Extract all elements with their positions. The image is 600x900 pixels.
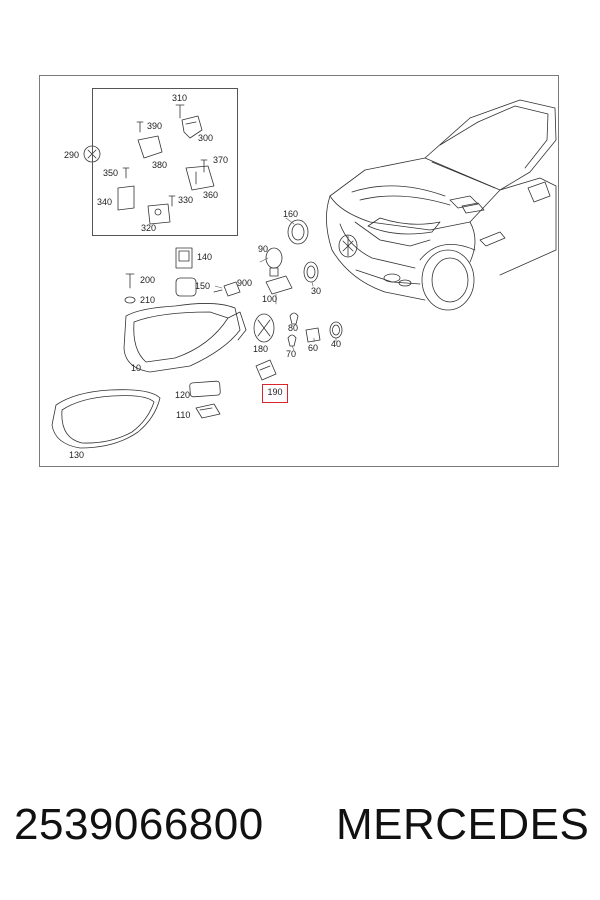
callout-80: 80 <box>288 323 299 333</box>
callout-100: 100 <box>262 294 278 304</box>
callout-300: 300 <box>198 133 214 143</box>
callout-900: 900 <box>237 278 253 288</box>
callout-330: 330 <box>178 195 194 205</box>
brand-name: MERCEDES <box>336 800 590 849</box>
callout-40: 40 <box>331 339 342 349</box>
parts-illustration <box>51 99 557 449</box>
callout-200: 200 <box>140 275 156 285</box>
callout-140: 140 <box>197 252 213 262</box>
callout-120: 120 <box>175 390 191 400</box>
callout-210: 210 <box>140 295 156 305</box>
callout-390: 390 <box>147 121 163 131</box>
callout-190-highlighted[interactable]: 190 <box>262 384 288 403</box>
diagram-frame <box>39 75 559 467</box>
callout-130: 130 <box>69 450 85 460</box>
callout-30: 30 <box>311 286 322 296</box>
callout-60: 60 <box>308 343 319 353</box>
callout-310: 310 <box>172 93 188 103</box>
callout-160: 160 <box>283 209 299 219</box>
callout-350: 350 <box>103 168 119 178</box>
inset-parts <box>83 104 215 225</box>
callout-150: 150 <box>195 281 211 291</box>
footer: 2539066800 MERCEDES <box>0 800 600 860</box>
callout-380: 380 <box>152 160 168 170</box>
inset-detail-box <box>92 88 238 236</box>
callout-290: 290 <box>64 150 80 160</box>
callout-340: 340 <box>97 197 113 207</box>
callout-90: 90 <box>258 244 269 254</box>
callout-10: 10 <box>131 363 142 373</box>
car-illustration <box>326 99 557 311</box>
callout-320: 320 <box>141 223 157 233</box>
callout-360: 360 <box>203 190 219 200</box>
callout-370: 370 <box>213 155 229 165</box>
part-number: 2539066800 <box>14 800 264 849</box>
headlight-assembly-parts <box>51 219 343 449</box>
callout-180: 180 <box>253 344 269 354</box>
callout-110: 110 <box>176 410 191 420</box>
callout-70: 70 <box>286 349 297 359</box>
